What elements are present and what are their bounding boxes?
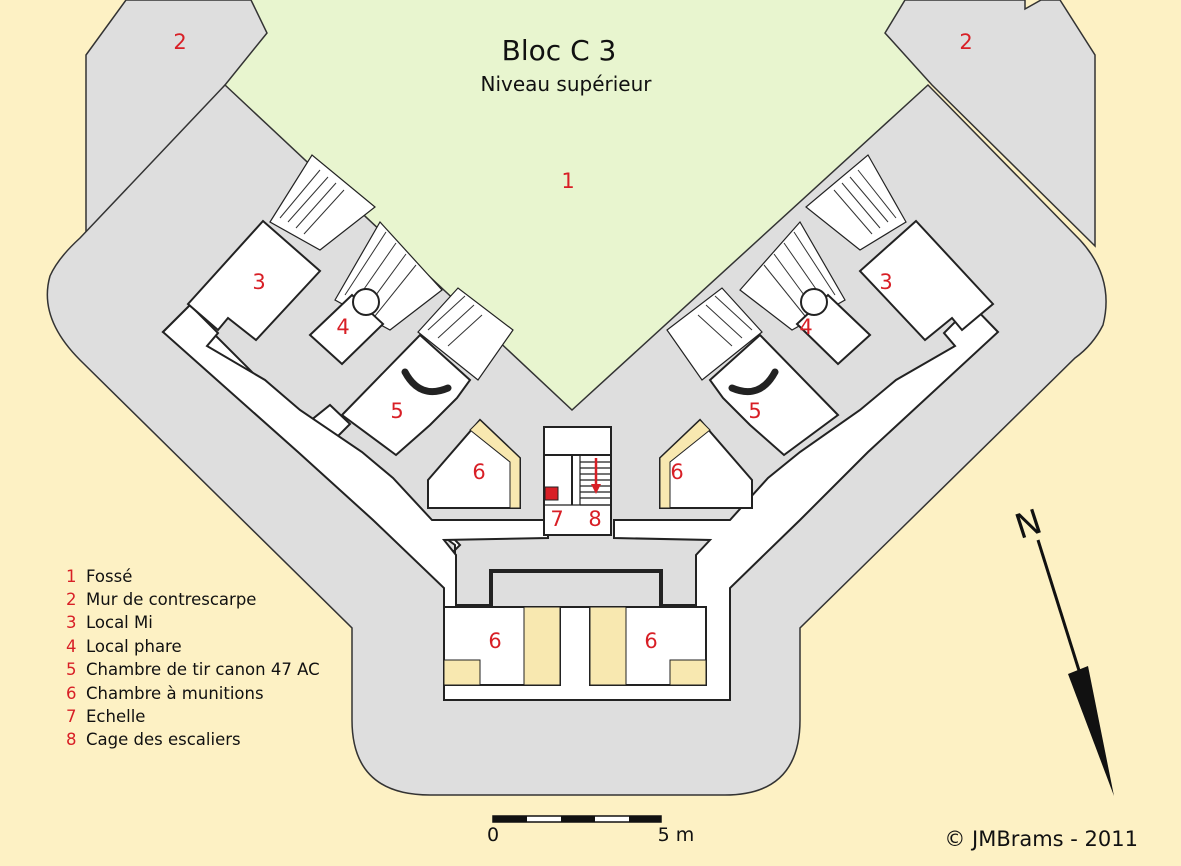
munitions-upper-left-fill: [469, 419, 521, 509]
north-arrow-head: [1068, 666, 1114, 796]
label-phare-left: 4: [336, 315, 349, 339]
label-mun-upper-right: 6: [670, 460, 683, 484]
label-escaliers: 8: [588, 507, 601, 531]
legend-num-4: 4: [66, 637, 77, 656]
legend: 1 Fossé 2 Mur de contrescarpe 3 Local Mi…: [66, 567, 320, 749]
legend-text-6: Chambre à munitions: [86, 684, 264, 703]
label-mur-right: 2: [959, 30, 972, 54]
label-mun-upper-left: 6: [472, 460, 485, 484]
scale-bar: 0 5 m: [487, 815, 695, 846]
legend-num-2: 2: [66, 590, 77, 609]
plan-title: Bloc C 3: [502, 34, 617, 67]
ladder-marker: [544, 486, 559, 501]
label-mun-lower-left: 6: [488, 629, 501, 653]
label-echelle: 7: [550, 507, 563, 531]
ditch-area: [225, 0, 928, 410]
legend-text-8: Cage des escaliers: [86, 730, 241, 749]
legend-text-1: Fossé: [86, 567, 132, 586]
legend-num-8: 8: [66, 730, 77, 749]
label-tir-left: 5: [390, 399, 403, 423]
label-mi-right: 3: [879, 270, 892, 294]
corridors: [161, 300, 1000, 701]
legend-text-3: Local Mi: [86, 613, 153, 632]
label-mun-lower-right: 6: [644, 629, 657, 653]
counterscarp-wall-right: [884, 0, 1096, 248]
legend-num-3: 3: [66, 613, 77, 632]
phare-right-lamp: [800, 288, 828, 316]
legend-num-1: 1: [66, 567, 77, 586]
munitions-lower-left-fill-b: [443, 659, 481, 686]
room-tir-right: [708, 333, 840, 457]
munitions-lower-left-fill-a: [523, 606, 561, 686]
copyright: © JMBrams - 2011: [944, 827, 1138, 851]
label-mi-left: 3: [252, 270, 265, 294]
north-arrow: N: [1010, 502, 1114, 796]
room-tir-left: [340, 333, 472, 457]
label-phare-right: 4: [799, 315, 812, 339]
corridor-main: [161, 303, 1000, 701]
legend-num-6: 6: [66, 684, 77, 703]
munitions-lower-right-fill-a: [589, 606, 627, 686]
label-fosse: 1: [561, 169, 574, 193]
phare-left-lamp: [352, 288, 380, 316]
central-pillar: [491, 571, 661, 608]
plan-subtitle: Niveau supérieur: [480, 72, 652, 96]
stair-hatching: [279, 169, 897, 347]
gun-mount-right: [728, 368, 779, 395]
legend-num-5: 5: [66, 660, 77, 679]
label-mur-left: 2: [173, 30, 186, 54]
legend-text-4: Local phare: [86, 637, 182, 656]
munitions-upper-right-fill: [659, 419, 711, 509]
gun-mount-left: [401, 368, 452, 395]
scale-start: 0: [487, 824, 499, 846]
room-local-mi-left: [186, 219, 322, 342]
stair-core: [543, 426, 612, 536]
room-local-mi-right: [858, 219, 995, 342]
legend-num-7: 7: [66, 707, 77, 726]
legend-text-5: Chambre de tir canon 47 AC: [86, 660, 320, 679]
stair-arrow-head: [591, 484, 601, 494]
legend-text-7: Echelle: [86, 707, 145, 726]
north-label: N: [1010, 502, 1047, 548]
label-tir-right: 5: [748, 399, 761, 423]
legend-text-2: Mur de contrescarpe: [86, 590, 256, 609]
scale-end: 5 m: [658, 824, 695, 846]
munitions-lower-right-fill-b: [669, 659, 707, 686]
